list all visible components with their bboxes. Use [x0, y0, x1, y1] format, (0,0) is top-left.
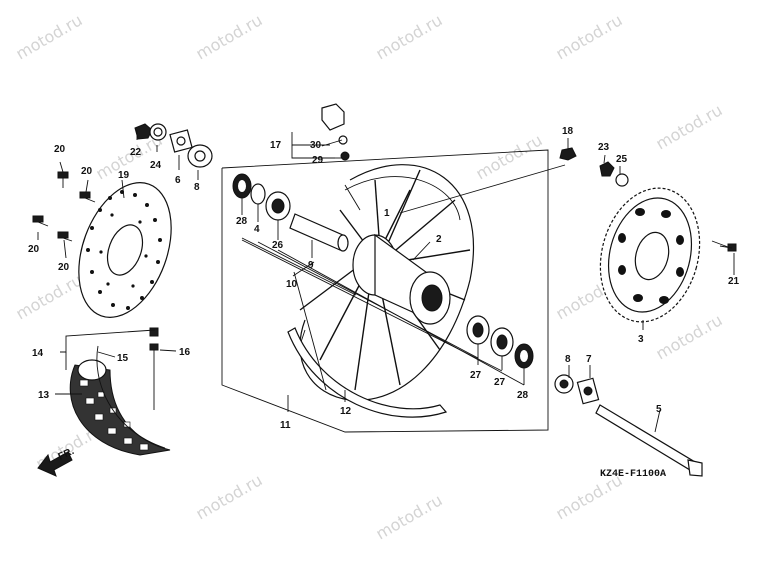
callout-22: 22 [130, 147, 142, 158]
callout-19: 19 [118, 170, 130, 181]
callout-6: 6 [175, 175, 181, 186]
driven-sprocket [599, 187, 701, 323]
front-direction-indicator: FR. [37, 446, 76, 477]
watermark: motod.ru [373, 490, 446, 543]
diagram-code: KZ4E-F1100A [600, 469, 666, 480]
watermark: motod.ru [653, 310, 726, 363]
callout-26: 26 [272, 240, 284, 251]
callout-20-a: 20 [54, 144, 66, 155]
callout-9: 9 [308, 260, 314, 271]
leader-lines [37, 130, 735, 433]
axle-collar [289, 213, 349, 252]
callout-16: 16 [179, 347, 191, 358]
top-left-hardware [134, 123, 213, 168]
watermark: motod.ru [553, 10, 626, 63]
callout-25: 25 [616, 154, 628, 165]
watermark: motod.ru [193, 470, 266, 523]
callout-10: 10 [286, 279, 298, 290]
callout-7: 7 [586, 354, 592, 365]
callout-8-right: 8 [565, 354, 571, 365]
callout-5: 5 [656, 404, 662, 415]
callout-15: 15 [117, 353, 129, 364]
callout-24: 24 [150, 160, 162, 171]
callout-27-a: 27 [470, 370, 482, 381]
callout-20-d: 20 [58, 262, 70, 273]
disc-bolts [32, 171, 96, 242]
callout-28-right: 28 [517, 390, 529, 401]
callout-28-left: 28 [236, 216, 248, 227]
callout-2: 2 [436, 234, 442, 245]
watermark: motod.ru [653, 100, 726, 153]
watermark: motod.ru [373, 10, 446, 63]
right-bearings [466, 315, 534, 369]
watermark: motod.ru [13, 10, 86, 63]
callout-labels: 1 2 3 4 5 6 7 8 8 9 10 11 12 13 14 15 16… [28, 126, 740, 431]
watermark: motod.ru [193, 10, 266, 63]
callout-20-b: 20 [81, 166, 93, 177]
callout-29: 29 [312, 155, 324, 166]
callout-13: 13 [38, 390, 50, 401]
inner-tube [96, 327, 166, 449]
callout-4: 4 [254, 224, 260, 235]
rear-axle [595, 404, 703, 477]
watermark: motod.ru [13, 270, 86, 323]
callout-27-b: 27 [494, 377, 506, 388]
callout-3: 3 [638, 334, 644, 345]
wheel-hub [352, 233, 451, 325]
sprocket-hardware [599, 161, 737, 252]
wheel-assembly-frame [221, 149, 549, 433]
callout-12: 12 [340, 406, 352, 417]
callout-23: 23 [598, 142, 610, 153]
watermark: motod.ru [473, 130, 546, 183]
axle-spacer-parts [554, 374, 600, 405]
callout-20-c: 20 [28, 244, 40, 255]
rim-top-band [344, 176, 461, 221]
left-bearings [232, 173, 291, 221]
callout-11: 11 [280, 420, 291, 431]
callout-8-top: 8 [194, 182, 200, 193]
callout-14: 14 [32, 348, 44, 359]
callout-17: 17 [270, 140, 282, 151]
callout-18: 18 [562, 126, 574, 137]
rim-lock-parts [321, 103, 577, 161]
brake-disc [78, 182, 172, 318]
callout-1: 1 [384, 208, 390, 219]
callout-21: 21 [728, 276, 740, 287]
rim-band [287, 327, 448, 418]
callout-30: 30 [310, 140, 322, 151]
